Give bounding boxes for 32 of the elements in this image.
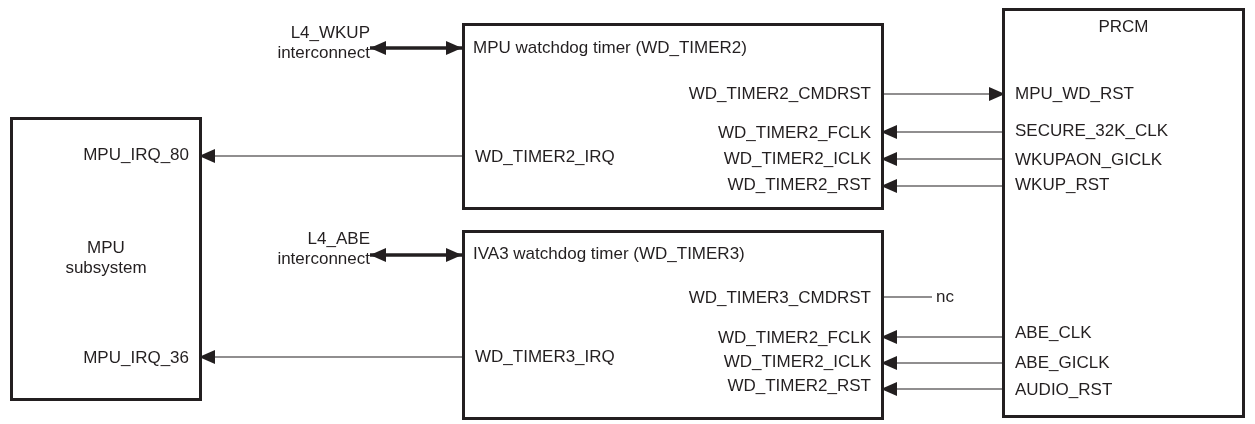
box-title: MPU subsystem <box>64 238 148 278</box>
signal-label: WD_TIMER3_IRQ <box>465 347 615 367</box>
module-box <box>1002 8 1245 418</box>
signal-label: nc <box>932 287 954 307</box>
signal-label: MPU_WD_RST <box>1005 84 1134 104</box>
box-title: IVA3 watchdog timer (WD_TIMER3) <box>473 244 745 264</box>
box-title: MPU watchdog timer (WD_TIMER2) <box>473 38 747 58</box>
interconnect-label: L4_WKUP interconnect <box>260 23 370 63</box>
signal-label: WD_TIMER2_FCLK <box>717 328 881 348</box>
signal-label: MPU_IRQ_80 <box>83 145 199 165</box>
module-box <box>462 23 884 210</box>
signal-label: WD_TIMER2_ICLK <box>723 352 881 372</box>
signal-label: ABE_GICLK <box>1005 353 1110 373</box>
signal-label: WKUPAON_GICLK <box>1005 150 1163 170</box>
signal-label: ABE_CLK <box>1005 323 1092 343</box>
double-arrow <box>370 248 462 262</box>
signal-label: WD_TIMER2_RST <box>727 376 881 396</box>
signal-label: AUDIO_RST <box>1005 380 1113 400</box>
module-box <box>462 230 884 420</box>
signal-label: WKUP_RST <box>1005 175 1110 195</box>
signal-label: MPU_IRQ_36 <box>83 348 199 368</box>
double-arrow <box>370 41 462 55</box>
signal-label: WD_TIMER2_IRQ <box>465 147 615 167</box>
signal-label: WD_TIMER3_CMDRST <box>688 288 881 308</box>
box-title: PRCM <box>1098 17 1149 37</box>
module-box <box>10 117 202 401</box>
signal-label: WD_TIMER2_ICLK <box>723 149 881 169</box>
signal-label: WD_TIMER2_RST <box>727 175 881 195</box>
signal-label: SECURE_32K_CLK <box>1005 121 1169 141</box>
signal-label: WD_TIMER2_CMDRST <box>688 84 881 104</box>
interconnect-label: L4_ABE interconnect <box>260 229 370 269</box>
signal-label: WD_TIMER2_FCLK <box>717 123 881 143</box>
